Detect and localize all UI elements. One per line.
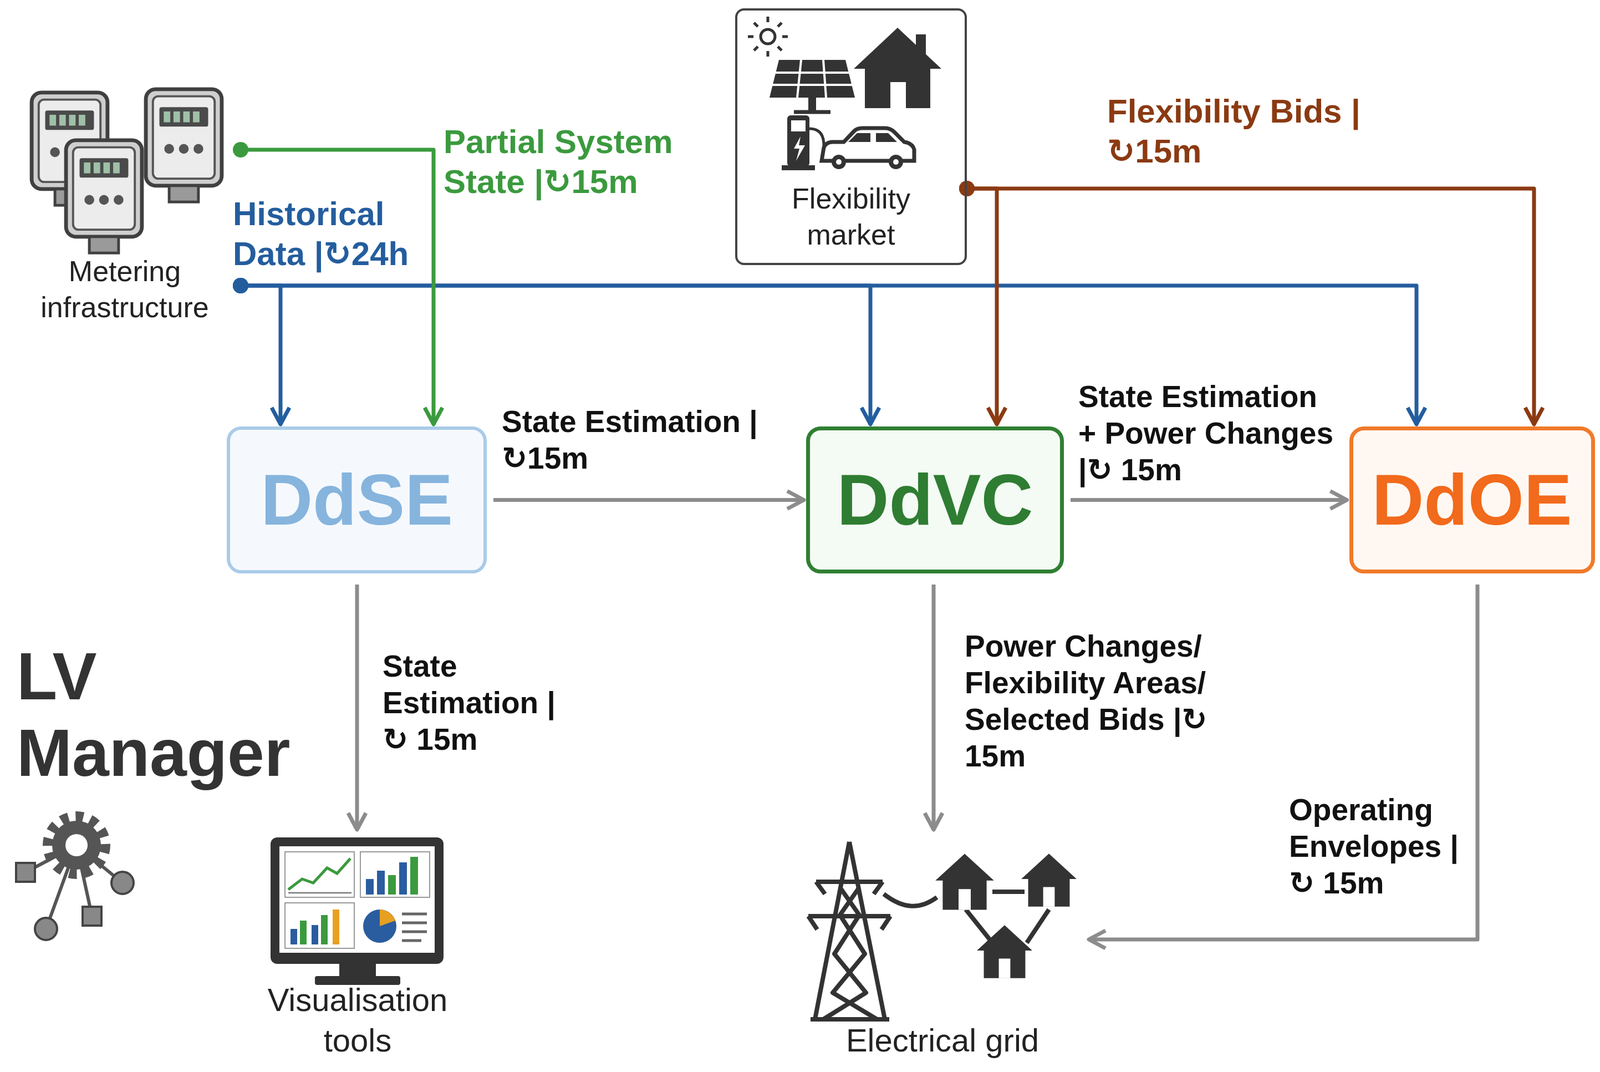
junction-dot [232, 277, 249, 294]
market-box: Flexibility market [735, 8, 967, 266]
module-title: DdOE [1371, 460, 1572, 540]
grid-icon [808, 841, 1049, 1019]
edge-label: Operating Envelopes |↻ 15m [1288, 791, 1467, 901]
module-box: DdOE [1349, 426, 1596, 574]
module-box: DdVC [806, 426, 1064, 574]
house-icon [853, 27, 942, 109]
module-box: DdSE [226, 426, 487, 574]
junction-dot [959, 180, 975, 197]
connector [240, 285, 871, 425]
node-label: Flexibility market [749, 180, 953, 253]
visualisation-node: Visualisation tools [252, 831, 463, 1065]
connector [240, 285, 281, 425]
edge-label: Power Changes/ Flexibility Areas/ Select… [964, 627, 1242, 774]
manager-icon [16, 816, 134, 940]
module-title: DdSE [260, 460, 453, 540]
edge-label: Flexibility Bids |↻15m [1107, 91, 1368, 172]
junction-dot [232, 277, 249, 294]
module-title: DdVC [837, 460, 1034, 540]
monitor-icon [270, 837, 444, 985]
connector [355, 584, 360, 830]
connector [966, 188, 997, 425]
node-label: Electrical grid [846, 1020, 1039, 1061]
system-title: LV Manager [16, 637, 317, 791]
meter-icons [31, 89, 222, 253]
grid-node: Electrical grid [798, 831, 1087, 1065]
house-icons [935, 853, 1077, 978]
ev-charger-icon [781, 115, 915, 171]
connector [493, 497, 804, 502]
node-label: Visualisation tools [261, 979, 454, 1061]
junction-dot [959, 180, 975, 197]
connector [931, 584, 936, 830]
metering-node: Metering infrastructure [8, 83, 241, 330]
edge-label: State Estimation |↻15m [501, 403, 802, 477]
solar-panel-icon [747, 16, 855, 112]
edge-label: Partial System State |↻15m [443, 121, 705, 202]
edge-label: Historical Data |↻24h [232, 194, 427, 274]
edge-label: State Estimation |↻ 15m [382, 647, 566, 758]
edge-label: State Estimation + Power Changes |↻ 15m [1078, 378, 1334, 488]
junction-dot [232, 141, 249, 158]
connector [240, 149, 434, 425]
junction-dot [232, 277, 249, 294]
node-label: Metering infrastructure [17, 253, 232, 326]
connector [1070, 497, 1348, 502]
